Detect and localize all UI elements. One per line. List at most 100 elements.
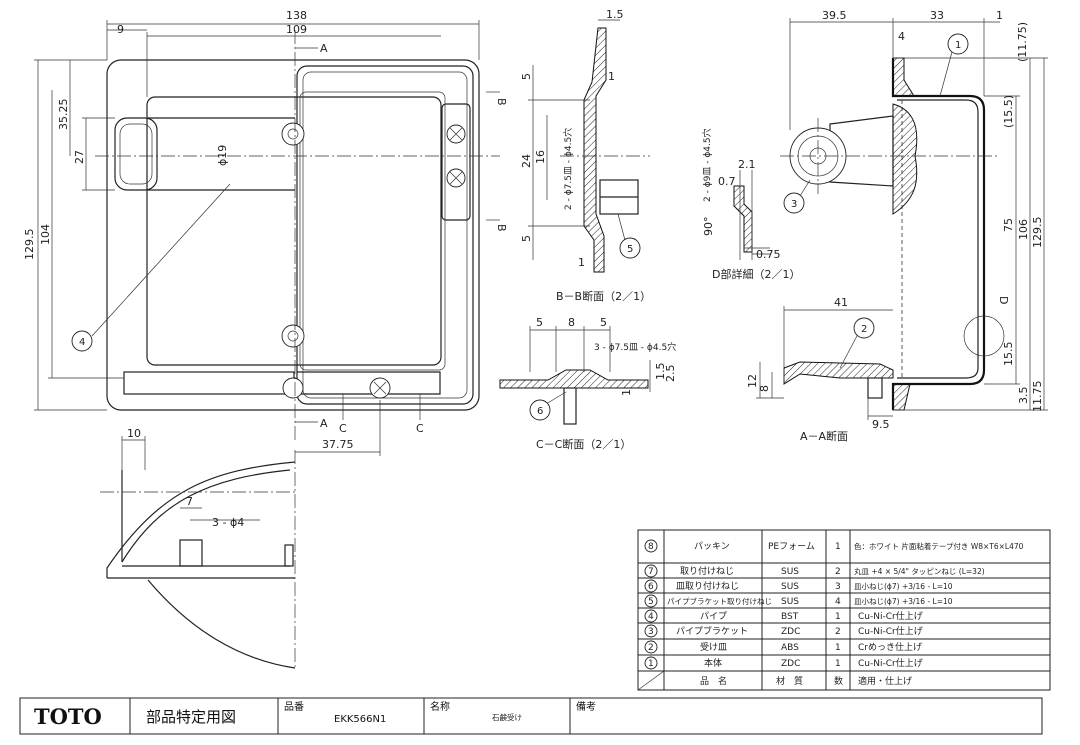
balloon-4: 4	[79, 337, 85, 348]
part-note: Cu-Ni-Cr仕上げ	[858, 610, 923, 622]
dim-d-t1: 0.7	[718, 175, 736, 188]
front-view: 138 109 9 129.5 104 35.25 27 ϕ19 37.75 A…	[23, 9, 508, 456]
dim-inner-width: 109	[286, 23, 307, 36]
balloon-5: 5	[627, 244, 633, 255]
name-label: 名称	[430, 700, 450, 713]
dim-aa-41: 41	[834, 296, 848, 309]
dim-d-angle: 90°	[702, 217, 715, 237]
part-qty: 2	[835, 627, 841, 637]
part-qty: 4	[835, 597, 841, 607]
dim-cc-h3: 1	[620, 389, 633, 396]
dim-cc-c: 5	[600, 316, 607, 329]
part-note: 皿小ねじ(ϕ7) +3/16 - L=10	[854, 582, 953, 591]
detail-d: 2 - ϕ9皿 - ϕ4.5穴 0.7 2.1 90° 0.75 D部詳細（2／…	[701, 128, 800, 281]
part-no: 6	[648, 582, 654, 592]
dim-bb-1a: 1	[608, 70, 615, 83]
part-material: SUS	[781, 597, 799, 607]
header-qty: 数	[834, 675, 843, 687]
parts-row-2: 2 受け皿 ABS 1 Crめっき仕上げ	[644, 640, 922, 654]
name-value: 石鹸受け	[492, 712, 522, 722]
dim-hole-pitch: 7	[186, 495, 193, 508]
doc-type: 部品特定用図	[146, 708, 236, 726]
part-note: Cu-Ni-Cr仕上げ	[858, 657, 923, 669]
part-no-value: EKK566N1	[334, 714, 386, 725]
part-name: パイプ	[700, 611, 727, 622]
part-qty: 1	[835, 542, 841, 552]
dim-d-holes: 2 - ϕ9皿 - ϕ4.5穴	[701, 128, 713, 202]
section-cc-title: C－C断面（2／1）	[536, 437, 631, 451]
dim-aa-inner: (15.5)	[1002, 95, 1015, 128]
part-name: パイプブラケット	[676, 625, 748, 637]
dim-d-t2: 2.1	[738, 158, 756, 171]
parts-table: 8 パッキン PEフォーム 1 色：ホワイト 片面粘着テープ付き W8×T6×L…	[637, 529, 1051, 691]
dim-cc-h2: 2.5	[664, 365, 677, 383]
dim-aa-top-gap: (11.75)	[1016, 22, 1029, 62]
balloon-3: 3	[791, 199, 797, 210]
dim-aa-129-5: 129.5	[1031, 217, 1044, 249]
section-cc: 5 8 5 3 - ϕ7.5皿 - ϕ4.5穴 1.5 2.5 1 6 C－C断…	[499, 316, 677, 451]
parts-row-6: 6 皿取り付けねじ SUS 3 皿小ねじ(ϕ7) +3/16 - L=10	[644, 579, 953, 593]
part-material: SUS	[781, 582, 799, 592]
remarks-label: 備考	[576, 700, 596, 713]
dim-cc-a: 5	[536, 316, 543, 329]
dim-slot-width: 10	[127, 427, 141, 440]
section-aa-title: A－A断面	[800, 429, 848, 443]
detail-mark-d: D	[997, 296, 1010, 304]
section-mark-b-bottom: B	[495, 224, 508, 232]
part-note: 丸皿 +4 × 5/4" タッピンねじ (L=32)	[854, 566, 985, 576]
section-mark-c-right: C	[416, 422, 424, 435]
parts-header-row: 品 名 材 質 数 適用・仕上げ	[700, 675, 912, 687]
dim-height-inner: 104	[39, 224, 52, 245]
balloon-6: 6	[537, 406, 543, 417]
toto-logo: TOTO	[34, 704, 102, 729]
part-no: 3	[648, 627, 654, 637]
dim-bb-5a: 5	[520, 73, 533, 80]
dim-screw-spacing: 37.75	[322, 438, 354, 451]
parts-row-4: 4 パイプ BST 1 Cu-Ni-Cr仕上げ	[644, 609, 923, 623]
parts-row-8: 8 パッキン PEフォーム 1 色：ホワイト 片面粘着テープ付き W8×T6×L…	[644, 539, 1024, 553]
dim-aa-9-5: 9.5	[872, 418, 890, 431]
section-mark-a-bottom: A	[320, 417, 328, 430]
part-material: SUS	[781, 567, 799, 577]
dim-aa-15-5: 15.5	[1002, 342, 1015, 367]
dim-aa-106: 106	[1017, 219, 1030, 240]
dim-overall-width: 138	[286, 9, 307, 22]
section-mark-b-top: B	[495, 98, 508, 106]
dim-aa-12: 12	[746, 374, 759, 388]
parts-row-5: 5 パイプブラケット取り付けねじ SUS 4 皿小ねじ(ϕ7) +3/16 - …	[644, 594, 953, 608]
dim-aa-3-5: 3.5	[1017, 387, 1030, 405]
part-name: 本体	[704, 657, 722, 669]
dim-aa-1: 1	[996, 9, 1003, 22]
part-no: 8	[648, 542, 654, 552]
part-qty: 1	[835, 643, 841, 653]
parts-row-3: 3 パイプブラケット ZDC 2 Cu-Ni-Cr仕上げ	[644, 624, 923, 638]
dim-pipe-diameter: ϕ19	[216, 145, 229, 166]
section-mark-c-left: C	[339, 422, 347, 435]
dim-aa-75: 75	[1002, 218, 1015, 232]
part-material: BST	[781, 612, 799, 622]
dim-bb-thickness: 1.5	[606, 8, 624, 21]
header-material: 材 質	[776, 675, 803, 687]
dim-bb-16: 16	[534, 150, 547, 164]
part-name: 受け皿	[700, 641, 727, 653]
part-material: ZDC	[781, 659, 800, 669]
dim-aa-11-75: 11.75	[1031, 381, 1044, 413]
side-view: 10 7 3 - ϕ4	[100, 427, 296, 670]
header-name: 品 名	[700, 675, 727, 687]
dim-holes: 3 - ϕ4	[212, 516, 244, 529]
header-note: 適用・仕上げ	[858, 675, 912, 687]
dim-cc-holes: 3 - ϕ7.5皿 - ϕ4.5穴	[594, 341, 676, 353]
part-material: ZDC	[781, 627, 800, 637]
dim-bb-24: 24	[520, 154, 533, 168]
dim-cc-b: 8	[568, 316, 575, 329]
section-aa: 39.5 33 1 (11.75) 4 (15.5) 75 106 129.5 …	[746, 9, 1048, 443]
part-name: 皿取り付けねじ	[676, 581, 739, 592]
balloon-1: 1	[955, 40, 961, 51]
part-no-label: 品番	[284, 701, 304, 713]
dim-height-overall: 129.5	[23, 229, 36, 261]
dim-aa-4: 4	[898, 30, 905, 43]
part-name: 取り付けねじ	[680, 566, 734, 577]
section-mark-a-top: A	[320, 42, 328, 55]
dim-bb-1b: 1	[578, 256, 585, 269]
